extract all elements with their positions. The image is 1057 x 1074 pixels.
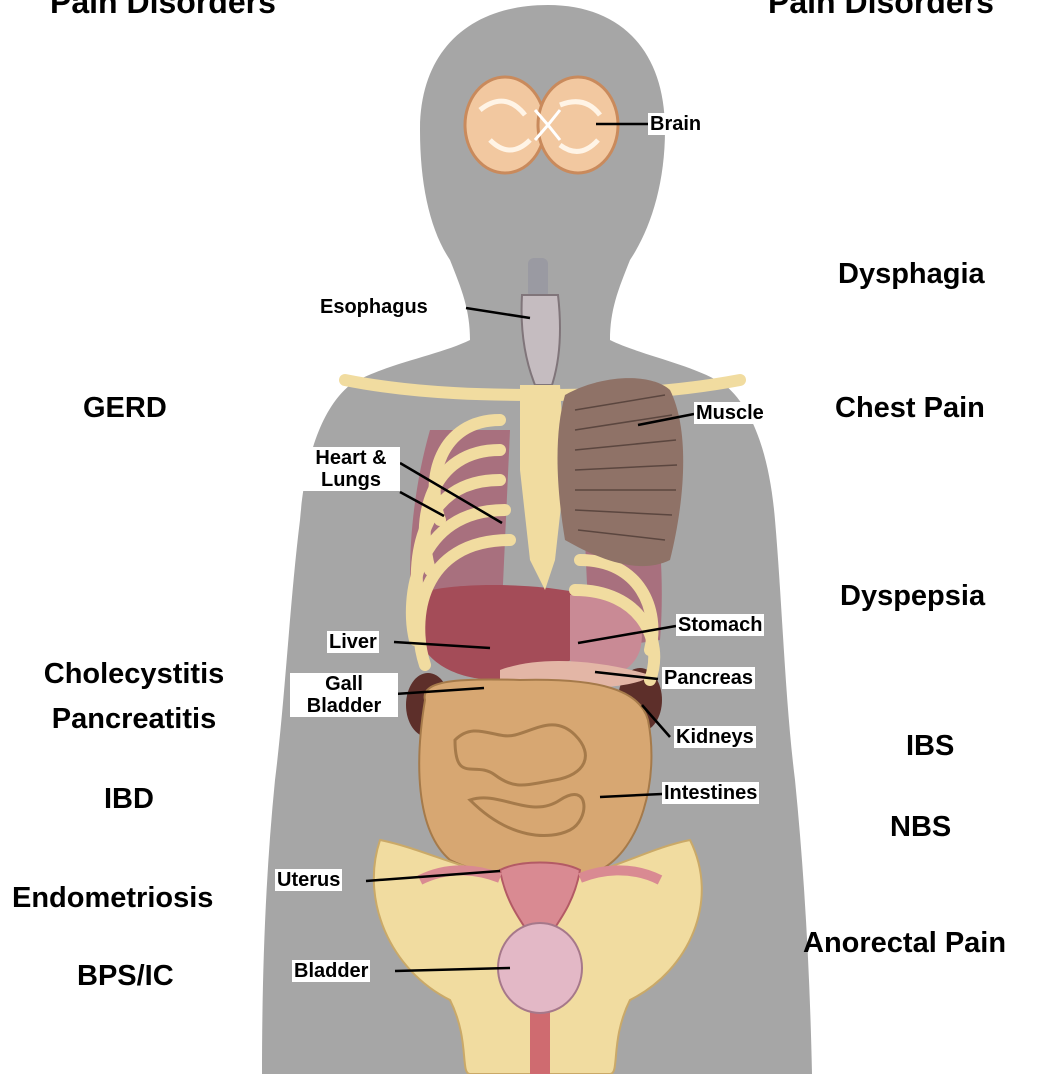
- organ-label-heart-line: Heart &: [304, 447, 398, 469]
- organ-label-heart-lungs: Heart & Lungs: [302, 447, 400, 491]
- organ-label-lungs-line: Lungs: [304, 469, 398, 491]
- condition-ibd: IBD: [104, 783, 154, 816]
- organ-label-stomach: Stomach: [676, 614, 764, 636]
- bladder-illustration: [498, 923, 582, 1013]
- organ-label-bladder: Bladder: [292, 960, 370, 982]
- organ-label-muscle: Muscle: [694, 402, 766, 424]
- intestines-illustration: [419, 679, 651, 876]
- organ-label-liver: Liver: [327, 631, 379, 653]
- condition-cholecystitis: Cholecystitis: [22, 658, 246, 691]
- condition-dyspepsia: Dyspepsia: [840, 580, 985, 613]
- condition-anorectal-pain: Anorectal Pain: [803, 927, 1006, 960]
- organ-label-gall-line: Gall: [292, 673, 396, 695]
- organ-label-bladder-line: Bladder: [292, 695, 396, 717]
- organ-label-uterus: Uterus: [275, 869, 342, 891]
- condition-nbs: NBS: [890, 811, 951, 844]
- condition-chest-pain: Chest Pain: [835, 392, 985, 425]
- left-header: Pain Disorders: [50, 0, 276, 21]
- condition-pancreatitis: Pancreatitis: [22, 703, 246, 736]
- muscle-illustration: [558, 378, 684, 566]
- organ-label-intestines: Intestines: [662, 782, 759, 804]
- condition-bps-ic: BPS/IC: [77, 960, 174, 993]
- condition-gerd: GERD: [83, 392, 167, 425]
- organ-label-esophagus: Esophagus: [318, 296, 430, 318]
- organ-label-gall-bladder: Gall Bladder: [290, 673, 398, 717]
- condition-endometriosis: Endometriosis: [12, 882, 213, 915]
- organ-label-pancreas: Pancreas: [662, 667, 755, 689]
- condition-dysphagia: Dysphagia: [838, 258, 985, 291]
- condition-ibs: IBS: [906, 730, 954, 763]
- organ-label-brain: Brain: [648, 113, 703, 135]
- right-header: Pain Disorders: [768, 0, 994, 21]
- organ-label-kidneys: Kidneys: [674, 726, 756, 748]
